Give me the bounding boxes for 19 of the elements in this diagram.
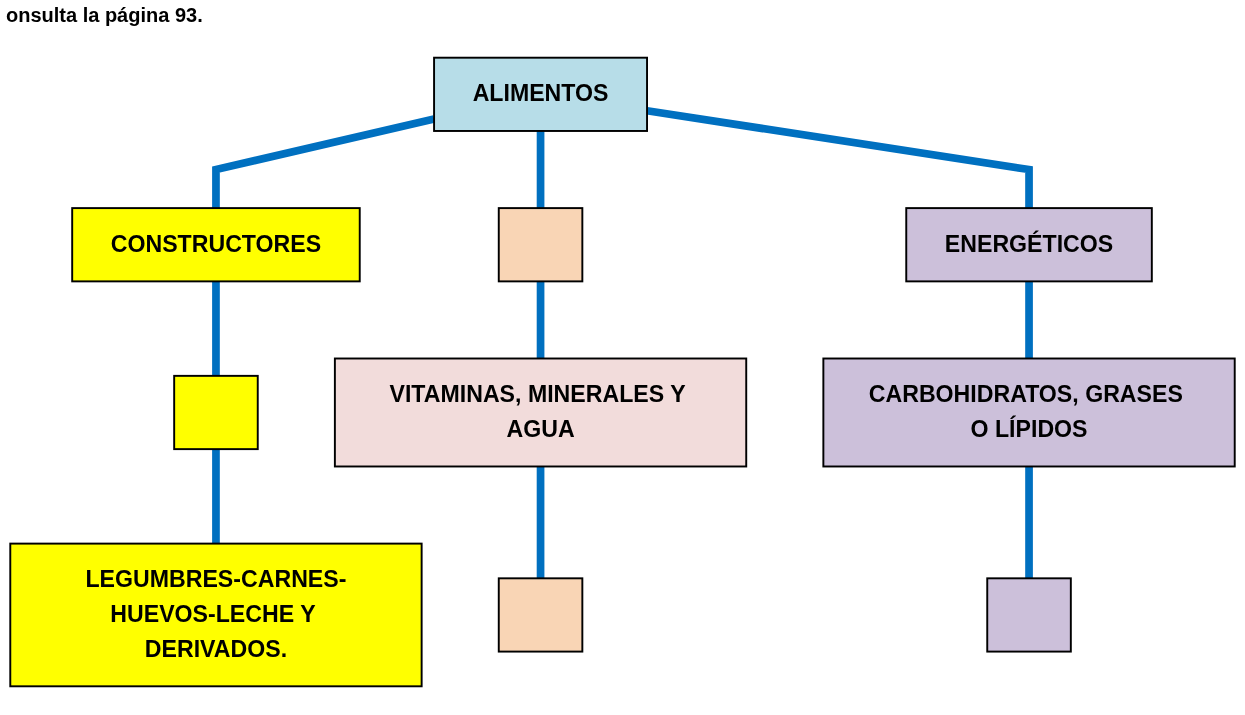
concept-box: [986, 577, 1072, 653]
connector-line: [212, 115, 435, 209]
concept-box: [497, 207, 584, 283]
connector-line: [536, 281, 545, 359]
concept-box: VITAMINAS, MINERALES Y AGUA: [333, 357, 748, 468]
connector-line: [536, 466, 545, 579]
connector-line: [536, 130, 545, 209]
concept-box: LEGUMBRES-CARNES-HUEVOS-LECHE Y DERIVADOS.: [9, 542, 423, 688]
concept-box: [173, 374, 259, 451]
connector-line: [1025, 466, 1033, 579]
concept-box: ENERGÉTICOS: [905, 207, 1153, 283]
concept-box: CONSTRUCTORES: [71, 207, 361, 283]
connector-line: [212, 281, 220, 376]
concept-box: CARBOHIDRATOS, GRASES O LÍPIDOS: [822, 357, 1236, 468]
concept-box: ALIMENTOS: [433, 56, 648, 132]
connector-line: [212, 449, 220, 544]
concept-box: [497, 577, 584, 653]
connector-line: [1025, 281, 1033, 359]
note-text: onsulta la página 93.: [6, 4, 203, 27]
